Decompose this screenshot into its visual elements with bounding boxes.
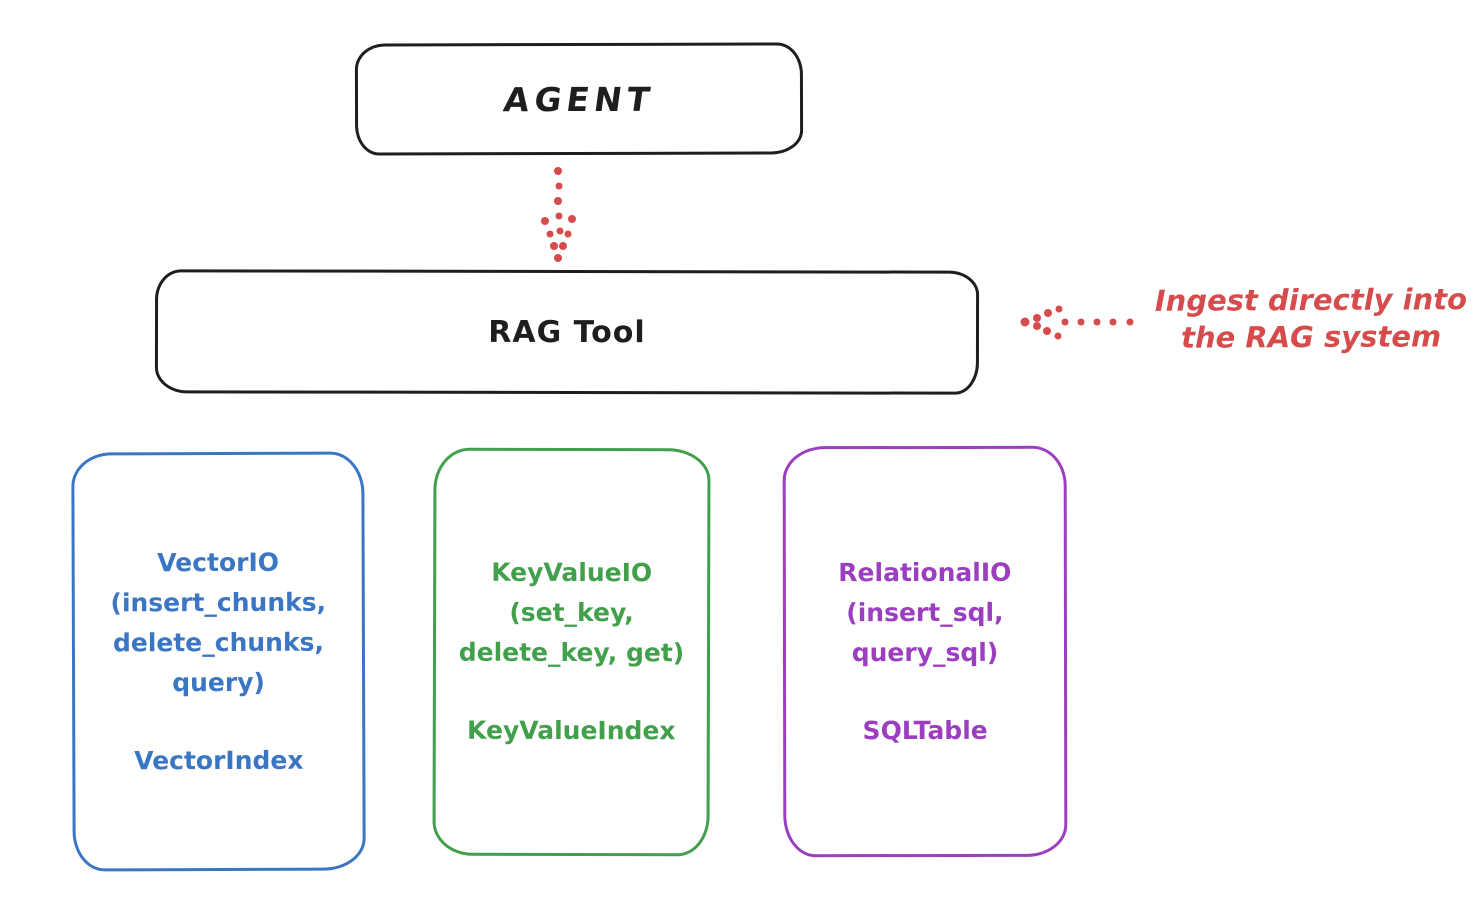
relational-io-title-line: RelationalIO (838, 557, 1012, 587)
sql-table-label: SQLTable (862, 715, 988, 745)
key-value-io-node: KeyValueIO (set_key, delete_key, get) Ke… (432, 447, 711, 857)
ingest-annotation: Ingest directly into the RAG system (1138, 281, 1484, 357)
vector-io-methods-line: delete_chunks, (112, 627, 324, 657)
relational-io-methods-line: (insert_sql, (846, 597, 1004, 627)
rag-tool-node: RAG Tool (154, 269, 980, 395)
vector-io-node: VectorIO (insert_chunks, delete_chunks, … (71, 451, 366, 872)
vector-io-methods-line: query) (172, 667, 265, 697)
key-value-io-methods-line: (set_key, (509, 597, 634, 628)
rag-tool-label: RAG Tool (488, 314, 646, 350)
agent-to-ragtool-arrow (541, 167, 576, 262)
key-value-io-methods-line: delete_key, get) (458, 637, 685, 668)
annotation-to-ragtool-arrow (1020, 305, 1134, 340)
vector-io-title-line: VectorIO (157, 547, 280, 577)
relational-io-methods-line: query_sql) (851, 637, 999, 667)
ingest-annotation-line1: Ingest directly into (1154, 282, 1468, 318)
key-value-io-title-line: KeyValueIO (491, 557, 653, 588)
agent-node: AGENT (354, 42, 804, 156)
vector-io-methods-line: (insert_chunks, (110, 587, 327, 617)
key-value-index-label: KeyValueIndex (467, 715, 676, 746)
vector-index-label: VectorIndex (134, 745, 304, 775)
relational-io-node: RelationalIO (insert_sql, query_sql) SQL… (782, 445, 1068, 858)
ingest-annotation-line2: the RAG system (1180, 319, 1442, 355)
agent-label: AGENT (501, 79, 657, 119)
